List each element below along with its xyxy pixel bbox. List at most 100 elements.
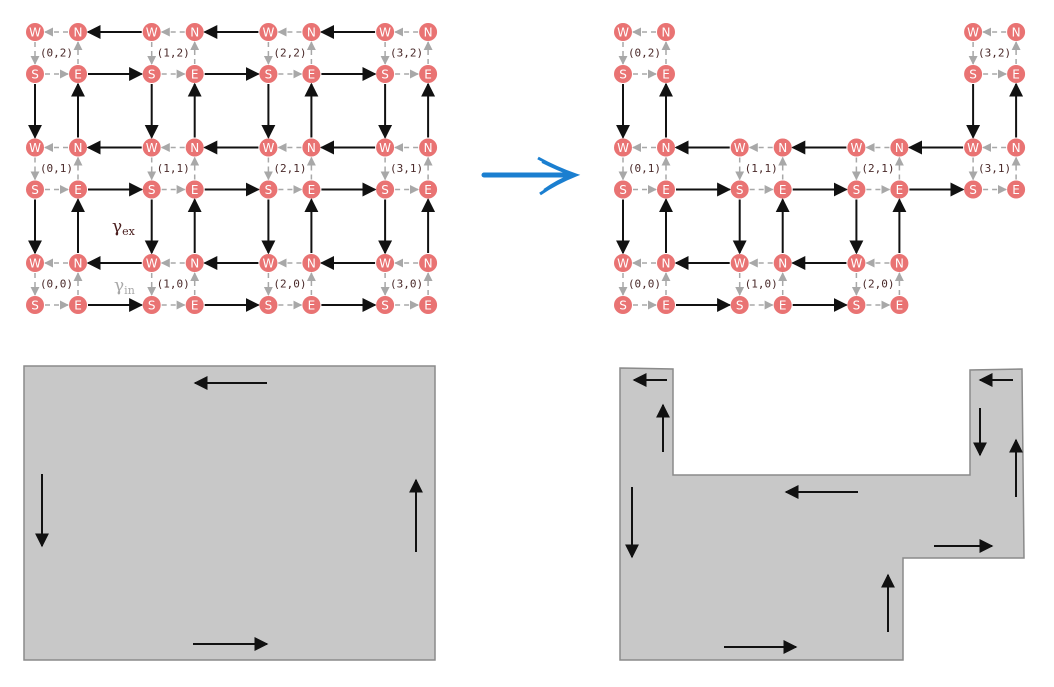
svg-text:N: N <box>662 257 671 271</box>
node-west: W <box>259 254 278 272</box>
svg-text:N: N <box>424 26 433 40</box>
node-west: W <box>614 138 632 157</box>
node-south: S <box>259 65 278 83</box>
cell-label: (3,0) <box>390 278 423 291</box>
svg-text:W: W <box>379 257 391 271</box>
svg-text:S: S <box>619 183 627 197</box>
svg-text:W: W <box>262 26 274 40</box>
node-east: E <box>302 180 321 199</box>
svg-text:W: W <box>617 26 629 40</box>
svg-text:S: S <box>265 68 273 82</box>
cell-label: (0,0) <box>628 278 661 291</box>
node-west: W <box>259 138 278 157</box>
svg-text:S: S <box>381 299 389 313</box>
svg-text:N: N <box>424 257 433 271</box>
node-east: E <box>185 180 204 199</box>
node-north: N <box>69 138 87 157</box>
node-east: E <box>657 180 675 199</box>
node-west: W <box>376 254 395 272</box>
node-west: W <box>964 23 983 41</box>
node-east: E <box>69 65 87 83</box>
cell-label: (1,1) <box>157 162 190 175</box>
svg-text:N: N <box>190 26 199 40</box>
node-north: N <box>302 23 321 41</box>
svg-text:N: N <box>1012 26 1021 40</box>
svg-text:W: W <box>29 141 41 155</box>
svg-text:S: S <box>31 183 39 197</box>
svg-text:E: E <box>74 68 82 82</box>
svg-text:N: N <box>307 257 316 271</box>
node-south: S <box>376 65 395 83</box>
node-north: N <box>657 254 675 272</box>
svg-text:S: S <box>853 299 861 313</box>
svg-text:S: S <box>31 299 39 313</box>
svg-text:N: N <box>662 141 671 155</box>
node-south: S <box>614 296 632 314</box>
node-north: N <box>69 23 87 41</box>
node-east: E <box>1007 180 1026 199</box>
node-south: S <box>26 296 44 314</box>
node-east: E <box>185 296 204 314</box>
svg-text:S: S <box>619 68 627 82</box>
node-east: E <box>1007 65 1026 83</box>
node-south: S <box>259 296 278 314</box>
svg-text:E: E <box>662 299 670 313</box>
svg-text:E: E <box>308 183 316 197</box>
svg-text:S: S <box>969 68 977 82</box>
svg-text:S: S <box>265 299 273 313</box>
node-north: N <box>302 138 321 157</box>
svg-text:N: N <box>190 257 199 271</box>
node-south: S <box>964 65 983 83</box>
svg-text:W: W <box>967 141 979 155</box>
svg-text:S: S <box>381 68 389 82</box>
svg-text:N: N <box>662 26 671 40</box>
node-west: W <box>847 254 866 272</box>
svg-text:E: E <box>896 299 904 313</box>
svg-text:W: W <box>29 257 41 271</box>
svg-text:S: S <box>381 183 389 197</box>
node-north: N <box>185 23 204 41</box>
svg-text:W: W <box>146 141 158 155</box>
svg-text:S: S <box>619 299 627 313</box>
cell-label: (2,0) <box>273 278 306 291</box>
node-north: N <box>1007 23 1026 41</box>
node-south: S <box>142 180 161 199</box>
svg-text:E: E <box>308 299 316 313</box>
node-north: N <box>419 23 438 41</box>
cell-label: (1,0) <box>157 278 190 291</box>
node-north: N <box>302 254 321 272</box>
gamma-ex-label: γex <box>112 217 136 238</box>
node-east: E <box>69 296 87 314</box>
node-north: N <box>890 254 909 272</box>
svg-text:W: W <box>617 141 629 155</box>
svg-text:N: N <box>778 141 787 155</box>
cell-label: (2,2) <box>273 47 306 60</box>
transform-arrow <box>481 156 581 196</box>
node-south: S <box>964 180 983 199</box>
svg-text:E: E <box>74 183 82 197</box>
node-north: N <box>1007 138 1026 157</box>
node-east: E <box>302 65 321 83</box>
cell-label: (2,1) <box>861 162 894 175</box>
bottom-right-region <box>619 367 1025 661</box>
svg-text:N: N <box>307 141 316 155</box>
svg-text:S: S <box>736 183 744 197</box>
node-west: W <box>614 254 632 272</box>
cell-label: (1,0) <box>745 278 778 291</box>
cell-label: (3,2) <box>978 47 1011 60</box>
svg-text:E: E <box>662 68 670 82</box>
node-east: E <box>890 296 909 314</box>
svg-text:W: W <box>379 26 391 40</box>
svg-text:S: S <box>148 68 156 82</box>
node-west: W <box>142 138 161 157</box>
svg-text:N: N <box>424 141 433 155</box>
node-north: N <box>657 138 675 157</box>
node-east: E <box>773 296 792 314</box>
node-west: W <box>730 254 749 272</box>
svg-text:N: N <box>74 141 83 155</box>
node-south: S <box>730 180 749 199</box>
node-east: E <box>419 180 438 199</box>
svg-text:S: S <box>31 68 39 82</box>
